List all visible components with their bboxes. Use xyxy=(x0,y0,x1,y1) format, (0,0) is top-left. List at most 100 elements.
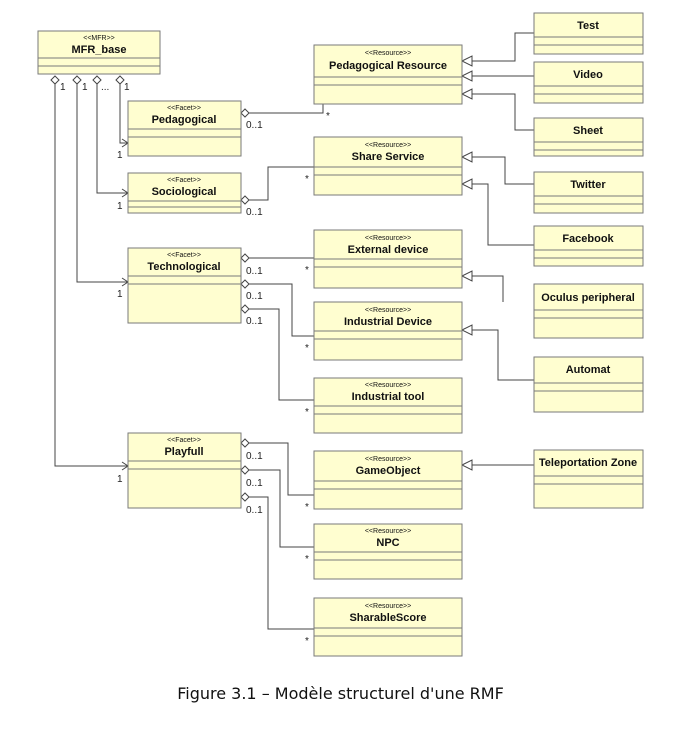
mult-device-target: * xyxy=(305,343,309,354)
diamond-tech-industrial-tool xyxy=(240,304,250,314)
diamond-play-npc xyxy=(240,465,250,475)
diamond-mfr-playfull xyxy=(50,75,60,85)
class-name: MFR_base xyxy=(71,44,126,56)
diamond-pedagogical xyxy=(240,108,250,118)
figure-caption: Figure 3.1 – Modèle structurel d'une RMF xyxy=(177,684,504,703)
multiplicities: 1 1 ... 1 1 1 1 1 0..1 * 0..1 * 0..1 * 0… xyxy=(60,82,330,647)
gen-automat-head xyxy=(460,324,473,336)
class-name: Technological xyxy=(147,261,220,273)
class-name: Share Service xyxy=(352,151,425,163)
assoc-mfr-playfull xyxy=(54,84,128,467)
stereotype: <<Resource>> xyxy=(365,142,411,149)
mult-technological-target: 1 xyxy=(117,289,123,300)
diamond-mfr-sociological xyxy=(92,75,102,85)
class-name: Playfull xyxy=(164,446,203,458)
mult-sociological-target: 1 xyxy=(117,201,123,212)
gen-twitter xyxy=(472,156,534,185)
mult-go-target: * xyxy=(305,502,309,513)
mult-tool-target: * xyxy=(305,407,309,418)
assoc-mfr-pedagogical xyxy=(119,84,128,144)
class-name: Facebook xyxy=(562,233,614,245)
gen-oculus xyxy=(472,275,504,302)
assoc-tech-industrial-tool xyxy=(249,308,314,401)
class-name: Video xyxy=(573,69,603,81)
stereotype: <<Facet>> xyxy=(167,252,201,259)
mult-tech-device-src: 0..1 xyxy=(246,291,263,302)
mult-tech-external-src: 0..1 xyxy=(246,266,263,277)
class-share-service: <<Resource>> Share Service xyxy=(313,136,463,196)
gen-oculus-head xyxy=(460,270,473,282)
mult-tech-tool-src: 0..1 xyxy=(246,316,263,327)
class-industrial-device: <<Resource>> Industrial Device xyxy=(313,301,463,361)
class-npc: <<Resource>> NPC xyxy=(313,523,463,580)
class-video: Video xyxy=(533,61,644,104)
class-pedagogical-resource: <<Resource>> Pedagogical Resource xyxy=(313,44,463,105)
class-test: Test xyxy=(533,12,644,55)
class-technological: <<Facet>> Technological xyxy=(127,247,242,324)
mult-mfr-ellipsis: ... xyxy=(101,82,109,93)
mult-external-target: * xyxy=(305,265,309,276)
assoc-play-npc xyxy=(249,469,314,548)
gen-automat xyxy=(472,329,534,381)
diamond-tech-external xyxy=(240,253,250,263)
class-automat: Automat xyxy=(533,356,644,413)
class-twitter: Twitter xyxy=(533,171,644,214)
class-external-device: <<Resource>> External device xyxy=(313,229,463,289)
class-name: Oculus peripheral xyxy=(541,292,635,304)
assoc-tech-industrial-device xyxy=(249,283,314,337)
assoc-play-gameobject xyxy=(249,442,314,496)
stereotype: <<Resource>> xyxy=(365,456,411,463)
mult-play-score-src: 0..1 xyxy=(246,505,263,516)
mult-score-target: * xyxy=(305,636,309,647)
diamond-play-sharablescore xyxy=(240,492,250,502)
mult-play-go-src: 0..1 xyxy=(246,451,263,462)
assoc-play-sharablescore xyxy=(249,496,314,630)
class-mfr-base: <<MFR>> MFR_base xyxy=(37,30,161,75)
class-industrial-tool: <<Resource>> Industrial tool xyxy=(313,377,463,434)
class-name: NPC xyxy=(376,537,399,549)
mult-share-target: * xyxy=(305,174,309,185)
class-name: Test xyxy=(577,20,599,32)
stereotype: <<Facet>> xyxy=(167,105,201,112)
gen-sheet xyxy=(472,93,534,131)
mult-mfr-technological: 1 xyxy=(82,82,88,93)
class-name: GameObject xyxy=(356,465,421,477)
diamond-play-gameobject xyxy=(240,438,250,448)
gen-facebook xyxy=(472,183,534,246)
class-name: Twitter xyxy=(570,179,606,191)
assoc-sociological-share xyxy=(249,166,314,201)
class-teleportation-zone: Teleportation Zone xyxy=(533,449,644,509)
class-facebook: Facebook xyxy=(533,225,644,267)
mult-sociological-src: 0..1 xyxy=(246,207,263,218)
class-sociological: <<Facet>> Sociological xyxy=(127,172,242,214)
diamond-tech-industrial-device xyxy=(240,279,250,289)
class-playfull: <<Facet>> Playfull xyxy=(127,432,242,509)
class-name: Pedagogical xyxy=(152,114,217,126)
stereotype: <<Facet>> xyxy=(167,437,201,444)
stereotype: <<Resource>> xyxy=(365,50,411,57)
gen-video-head xyxy=(460,70,473,82)
stereotype: <<Resource>> xyxy=(365,603,411,610)
connectors xyxy=(50,32,534,630)
class-name: Industrial Device xyxy=(344,316,432,328)
gen-test xyxy=(472,32,534,62)
class-oculus-peripheral: Oculus peripheral xyxy=(533,283,644,339)
gen-sheet-head xyxy=(460,88,473,100)
stereotype: <<Facet>> xyxy=(167,177,201,184)
class-name: Industrial tool xyxy=(352,391,425,403)
class-sheet: Sheet xyxy=(533,117,644,157)
diamond-mfr-pedagogical xyxy=(115,75,125,85)
class-name: Sheet xyxy=(573,125,603,137)
class-name: Pedagogical Resource xyxy=(329,60,447,72)
class-gameobject: <<Resource>> GameObject xyxy=(313,450,463,510)
class-sharable-score: <<Resource>> SharableScore xyxy=(313,597,463,657)
class-pedagogical: <<Facet>> Pedagogical xyxy=(127,100,242,157)
stereotype: <<Resource>> xyxy=(365,307,411,314)
mult-playfull-target: 1 xyxy=(117,474,123,485)
gen-test-head xyxy=(460,55,473,67)
mult-mfr-playfull: 1 xyxy=(60,82,66,93)
gen-teleportation-head xyxy=(460,459,473,471)
mult-pedres-target: * xyxy=(326,111,330,122)
class-name: SharableScore xyxy=(349,612,426,624)
